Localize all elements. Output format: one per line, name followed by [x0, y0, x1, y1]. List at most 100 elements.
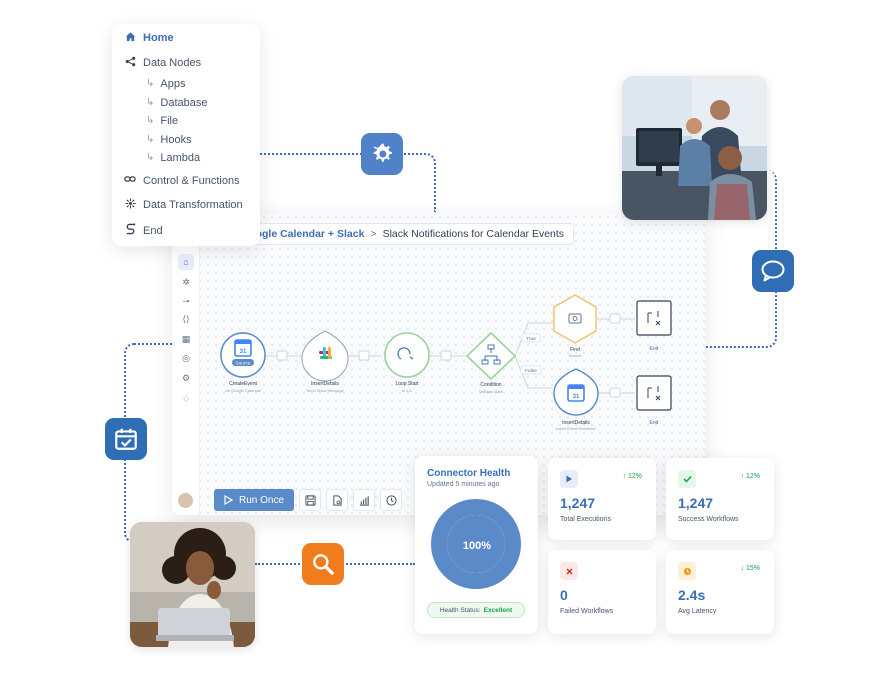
- nav-grid-icon[interactable]: ▦: [181, 333, 191, 344]
- nav-bell-icon[interactable]: ♢: [181, 393, 191, 404]
- end-label-bottom: End: [649, 420, 659, 426]
- menu-subitem-database[interactable]: ↳ Database: [146, 97, 207, 109]
- menu-item-control-functions[interactable]: Control & Functions: [123, 174, 240, 187]
- menu-subitem-label: File: [160, 115, 179, 127]
- editor-nav-rail: ⌂ ✲ ⊸ ⟨⟩ ▦ ◎ ⚙ ♢: [172, 213, 200, 515]
- nav-flow-icon[interactable]: ⊸: [182, 295, 190, 306]
- document-button[interactable]: [326, 489, 349, 511]
- menu-subitem-hooks[interactable]: ↳ Hooks: [146, 134, 192, 146]
- chat-bubble-icon: [761, 260, 785, 282]
- menu-item-data-nodes[interactable]: Data Nodes: [123, 56, 201, 70]
- run-once-button[interactable]: Run Once: [214, 489, 295, 511]
- save-icon: [304, 494, 316, 506]
- health-status-key: Health Status:: [439, 606, 481, 614]
- sub-arrow-icon: ↳: [146, 97, 155, 108]
- play-icon: [560, 470, 578, 488]
- branch-true-label: True: [526, 336, 536, 342]
- connector-health-card: Connector Health Updated 5 minutes ago 1…: [415, 456, 538, 634]
- end-box-top: [636, 300, 672, 336]
- stat-card-success-workflows: ↑ 12% 1,247 Success Workflows: [666, 458, 774, 540]
- stat-label: Success Workflows: [678, 516, 739, 523]
- svg-text:31: 31: [573, 394, 580, 400]
- node-sublabel: Send Slack Message: [306, 388, 344, 393]
- run-once-label: Run Once: [239, 494, 285, 506]
- edge-handle: [276, 350, 288, 361]
- history-button[interactable]: [380, 489, 403, 511]
- breadcrumb: ← Google Calendar + Slack > Slack Notifi…: [214, 223, 575, 245]
- avatar[interactable]: [178, 493, 193, 508]
- menu-subitem-apps[interactable]: ↳Apps: [146, 78, 185, 90]
- nav-code-icon[interactable]: ⟨⟩: [182, 313, 190, 324]
- stat-value: 2.4s: [678, 587, 706, 603]
- edge-handle: [609, 387, 621, 398]
- search-icon: [313, 554, 334, 575]
- menu-item-end[interactable]: End: [123, 223, 163, 238]
- menu-item-label: Home: [143, 32, 174, 44]
- edge-handle: [440, 350, 452, 361]
- source-badge-text: Source: [235, 361, 251, 367]
- nav-users-icon[interactable]: ◎: [182, 352, 190, 363]
- clock-icon: [385, 494, 397, 506]
- sub-arrow-icon: ↳: [146, 134, 155, 145]
- search-badge: [302, 543, 344, 585]
- menu-subitem-label: Database: [160, 97, 208, 109]
- menu-subitem-label: Lambda: [160, 152, 201, 164]
- node-sublabel: In 1/1: [401, 388, 412, 393]
- node-sublabel: Search: [568, 353, 582, 358]
- node-sublabel: via Google Calendar: [224, 388, 262, 393]
- transform-icon: [123, 198, 137, 212]
- node-label: Loop Start: [395, 381, 419, 387]
- chat-badge: [752, 250, 794, 292]
- sub-arrow-icon: ↳: [146, 115, 155, 126]
- x-icon: [560, 562, 578, 580]
- branch-false-label: False: [525, 368, 537, 374]
- connector-line: [260, 153, 436, 212]
- sub-arrow-icon: ↳: [146, 78, 155, 89]
- node-label: InsertDetails: [562, 420, 590, 426]
- stat-delta: ↑ 12%: [622, 473, 642, 480]
- link-icon: [123, 174, 137, 187]
- menu-subitem-lambda[interactable]: ↳Lambda: [146, 152, 200, 164]
- node-sublabel: Insert Event Reminder: [556, 426, 596, 431]
- team-photo: [622, 76, 767, 220]
- breadcrumb-separator: >: [370, 228, 377, 240]
- breadcrumb-parent[interactable]: Google Calendar + Slack: [241, 228, 365, 240]
- share-nodes-icon: [123, 56, 137, 70]
- stat-label: Avg Latency: [678, 608, 717, 615]
- health-status-value: Excellent: [483, 606, 513, 614]
- editor-toolbar: Run Once: [214, 487, 403, 513]
- menu-item-label: Data Transformation: [143, 199, 243, 211]
- node-label: CreateEvent: [229, 381, 257, 387]
- menu-item-home[interactable]: Home: [123, 31, 174, 45]
- stat-label: Failed Workflows: [560, 608, 614, 615]
- breadcrumb-current: Slack Notifications for Calendar Events: [382, 228, 565, 240]
- nav-gear-icon[interactable]: ⚙: [181, 372, 191, 383]
- play-icon: [224, 495, 233, 505]
- nav-settings-icon[interactable]: ✲: [182, 276, 190, 287]
- health-title: Connector Health: [427, 468, 511, 479]
- gear-badge: [361, 133, 403, 175]
- node-sublabel: Validate Date: [479, 389, 503, 394]
- node-find: [553, 294, 597, 344]
- menu-subitem-label: Hooks: [160, 134, 192, 146]
- end-label-top: End: [649, 346, 659, 352]
- health-percent: 100%: [462, 540, 492, 552]
- document-settings-icon: [332, 494, 342, 506]
- node-palette-menu: Home Data Nodes ↳Apps ↳ Database ↳ File ↳ H…: [112, 24, 260, 246]
- menu-subitem-file[interactable]: ↳ File: [146, 115, 178, 127]
- nav-home-icon[interactable]: ⌂: [178, 254, 194, 270]
- save-button[interactable]: [299, 489, 322, 511]
- stat-card-failed-workflows: 0 Failed Workflows: [548, 550, 656, 634]
- menu-item-label: Data Nodes: [143, 57, 202, 69]
- stat-delta: ↓ 15%: [740, 565, 760, 572]
- menu-item-data-transformation[interactable]: Data Transformation: [123, 198, 243, 212]
- user-photo: [130, 522, 255, 647]
- svg-text:31: 31: [240, 349, 247, 355]
- end-box-bottom: [636, 375, 672, 411]
- home-icon: [123, 31, 137, 45]
- health-donut: [431, 499, 521, 589]
- analytics-button[interactable]: [353, 489, 376, 511]
- bar-chart-icon: [359, 495, 369, 506]
- node-label: Condition: [480, 382, 502, 388]
- stat-value: 0: [560, 587, 568, 603]
